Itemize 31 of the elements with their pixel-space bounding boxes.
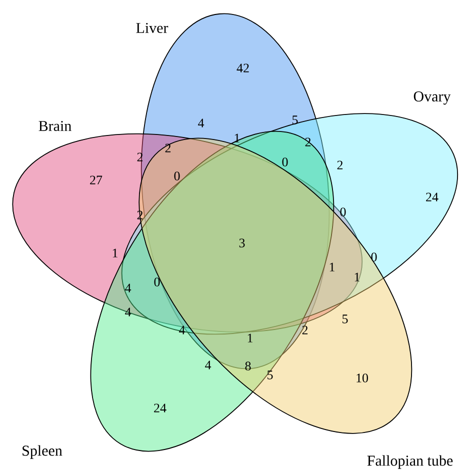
region-count: 0 xyxy=(340,208,346,216)
region-count: 0 xyxy=(282,158,288,166)
region-count: 5 xyxy=(342,314,348,324)
set-label: Fallopian tube xyxy=(367,455,453,469)
region-count: 8 xyxy=(245,362,251,370)
region-count: 3 xyxy=(239,238,245,248)
region-count: 0 xyxy=(174,172,180,180)
set-label: Liver xyxy=(136,22,168,34)
region-count: 2 xyxy=(337,160,343,170)
region-count: 0 xyxy=(154,278,160,286)
region-count: 5 xyxy=(268,370,273,380)
region-count: 27 xyxy=(90,176,102,184)
region-count: 42 xyxy=(236,64,249,72)
region-count: 4 xyxy=(198,118,204,128)
set-label: Spleen xyxy=(22,445,62,459)
region-count: 4 xyxy=(125,284,132,292)
region-count: 2 xyxy=(137,152,143,162)
region-count: 2 xyxy=(302,326,308,334)
region-count: 24 xyxy=(426,192,438,202)
region-count: 4 xyxy=(205,360,212,370)
region-count: 1 xyxy=(234,134,240,142)
set-label: Ovary xyxy=(414,91,451,105)
region-count: 10 xyxy=(356,374,368,382)
region-count: 2 xyxy=(165,144,171,152)
set-label: Brain xyxy=(38,120,72,132)
region-count: 1 xyxy=(248,334,252,342)
region-count: 0 xyxy=(371,252,377,262)
region-count: 1 xyxy=(330,262,334,272)
region-count: 1 xyxy=(354,272,360,282)
region-count: 24 xyxy=(154,404,166,412)
region-count: 1 xyxy=(112,248,118,258)
